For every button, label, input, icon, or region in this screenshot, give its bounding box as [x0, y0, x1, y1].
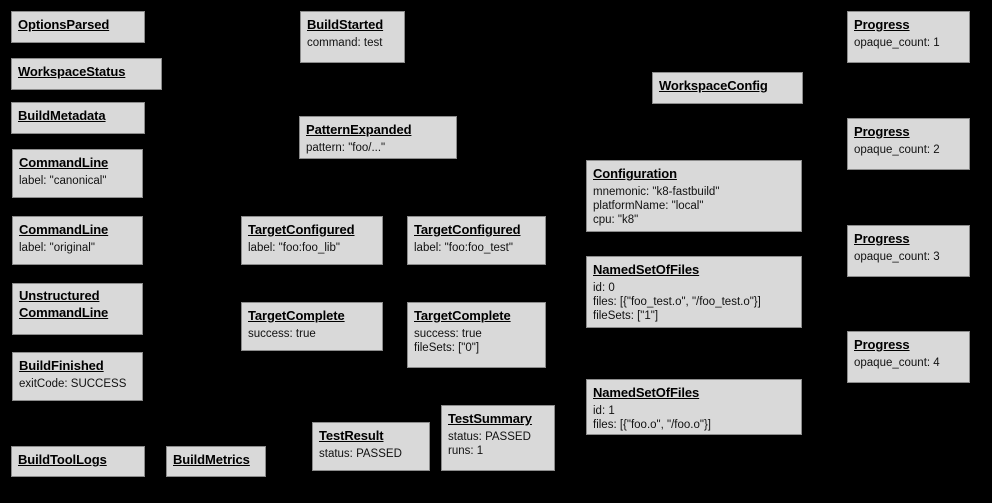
- graph-node-configuration[interactable]: Configuration mnemonic: "k8-fastbuild" pla…: [586, 160, 802, 232]
- node-fields: pattern: "foo/...": [306, 141, 450, 155]
- graph-node-pattern-expanded[interactable]: PatternExpanded pattern: "foo/...": [299, 116, 457, 159]
- node-field: label: "foo:foo_lib": [248, 241, 340, 254]
- node-field: opaque_count: 3: [854, 250, 940, 263]
- node-title: Progress: [854, 17, 910, 32]
- graph-node-command-line-canonical[interactable]: CommandLine label: "canonical": [12, 149, 143, 198]
- node-fields: label: "foo:foo_test": [414, 241, 539, 255]
- node-title: NamedSetOfFiles: [593, 262, 700, 277]
- node-fields: opaque_count: 4: [854, 356, 963, 370]
- node-field: opaque_count: 4: [854, 356, 940, 369]
- node-field: runs: 1: [448, 445, 484, 458]
- node-field: exitCode: SUCCESS: [19, 377, 127, 390]
- node-fields: id: 1 files: [{"foo.o", "/foo.o"}]: [593, 404, 795, 432]
- node-fields: status: PASSED runs: 1: [448, 430, 548, 458]
- graph-node-target-complete-lib[interactable]: TargetComplete success: true: [241, 302, 383, 351]
- graph-node-target-configured-test[interactable]: TargetConfigured label: "foo:foo_test": [407, 216, 546, 265]
- node-field: mnemonic: "k8-fastbuild": [593, 185, 720, 198]
- node-fields: success: true fileSets: ["0"]: [414, 327, 539, 355]
- graph-node-build-metadata[interactable]: BuildMetadata: [11, 102, 145, 134]
- node-field: pattern: "foo/...": [306, 141, 386, 154]
- node-fields: status: PASSED: [319, 447, 423, 461]
- node-field: id: 1: [593, 404, 615, 417]
- graph-node-progress-1[interactable]: Progress opaque_count: 1: [847, 11, 970, 63]
- graph-node-progress-4[interactable]: Progress opaque_count: 4: [847, 331, 970, 383]
- graph-node-workspace-config[interactable]: WorkspaceConfig: [652, 72, 803, 104]
- node-field: label: "original": [19, 241, 95, 254]
- node-title: CommandLine: [19, 155, 109, 170]
- node-title: TargetConfigured: [414, 222, 521, 237]
- graph-node-build-tool-logs[interactable]: BuildToolLogs: [11, 446, 145, 477]
- node-field: opaque_count: 1: [854, 36, 940, 49]
- graph-node-named-set-of-files-1[interactable]: NamedSetOfFiles id: 1 files: [{"foo.o", "/…: [586, 379, 802, 435]
- graph-node-workspace-status[interactable]: WorkspaceStatus: [11, 58, 162, 90]
- node-field: files: [{"foo.o", "/foo.o"}]: [593, 419, 711, 432]
- node-fields: exitCode: SUCCESS: [19, 377, 136, 391]
- node-field: opaque_count: 2: [854, 143, 940, 156]
- graph-node-test-result[interactable]: TestResult status: PASSED: [312, 422, 430, 471]
- graph-node-named-set-of-files-0[interactable]: NamedSetOfFiles id: 0 files: [{"foo_test.o…: [586, 256, 802, 328]
- node-fields: label: "canonical": [19, 174, 136, 188]
- node-field: status: PASSED: [448, 430, 531, 443]
- node-fields: id: 0 files: [{"foo_test.o", "/foo_test.o…: [593, 281, 795, 323]
- node-fields: opaque_count: 3: [854, 250, 963, 264]
- node-title: BuildMetrics: [173, 452, 250, 467]
- graph-node-target-configured-lib[interactable]: TargetConfigured label: "foo:foo_lib": [241, 216, 383, 265]
- node-title: TargetConfigured: [248, 222, 355, 237]
- node-fields: opaque_count: 2: [854, 143, 963, 157]
- node-title: NamedSetOfFiles: [593, 385, 700, 400]
- node-field: success: true: [414, 327, 482, 340]
- node-title: Progress: [854, 231, 910, 246]
- node-fields: success: true: [248, 327, 376, 341]
- node-fields: command: test: [307, 36, 398, 50]
- graph-node-command-line-original[interactable]: CommandLine label: "original": [12, 216, 143, 265]
- node-title: BuildFinished: [19, 358, 104, 373]
- node-field: status: PASSED: [319, 447, 402, 460]
- node-field: cpu: "k8": [593, 214, 639, 227]
- node-field: command: test: [307, 36, 383, 49]
- node-field: success: true: [248, 327, 316, 340]
- node-fields: opaque_count: 1: [854, 36, 963, 50]
- node-field: label: "foo:foo_test": [414, 241, 513, 254]
- node-title: OptionsParsed: [18, 17, 110, 32]
- node-field: fileSets: ["0"]: [414, 342, 480, 355]
- graph-node-target-complete-test[interactable]: TargetComplete success: true fileSets: ["0…: [407, 302, 546, 368]
- node-title: BuildStarted: [307, 17, 384, 32]
- node-title: TestResult: [319, 428, 384, 443]
- node-title: Progress: [854, 124, 910, 139]
- node-field: platformName: "local": [593, 200, 704, 213]
- node-title: WorkspaceStatus: [18, 64, 126, 79]
- graph-node-options-parsed[interactable]: OptionsParsed: [11, 11, 145, 43]
- node-title: Unstructured CommandLine: [19, 288, 109, 320]
- node-fields: mnemonic: "k8-fastbuild" platformName: "l…: [593, 185, 795, 227]
- node-fields: label: "foo:foo_lib": [248, 241, 376, 255]
- node-title: Progress: [854, 337, 910, 352]
- node-fields: label: "original": [19, 241, 136, 255]
- node-title: Configuration: [593, 166, 677, 181]
- node-field: files: [{"foo_test.o", "/foo_test.o"}]: [593, 296, 761, 309]
- graph-node-unstructured-command-line[interactable]: Unstructured CommandLine: [12, 283, 143, 335]
- graph-node-build-metrics[interactable]: BuildMetrics: [166, 446, 266, 477]
- node-title: TargetComplete: [248, 308, 345, 323]
- graph-node-build-started[interactable]: BuildStarted command: test: [300, 11, 405, 63]
- node-title: BuildMetadata: [18, 108, 106, 123]
- graph-node-build-finished[interactable]: BuildFinished exitCode: SUCCESS: [12, 352, 143, 401]
- node-title: TestSummary: [448, 411, 532, 426]
- node-field: label: "canonical": [19, 174, 107, 187]
- node-field: id: 0: [593, 281, 615, 294]
- node-title: BuildToolLogs: [18, 452, 107, 467]
- node-title: PatternExpanded: [306, 122, 412, 137]
- node-title: CommandLine: [19, 222, 109, 237]
- node-title: WorkspaceConfig: [659, 78, 768, 93]
- graph-node-test-summary[interactable]: TestSummary status: PASSED runs: 1: [441, 405, 555, 471]
- node-title: TargetComplete: [414, 308, 511, 323]
- graph-node-progress-2[interactable]: Progress opaque_count: 2: [847, 118, 970, 170]
- node-field: fileSets: ["1"]: [593, 310, 659, 323]
- graph-node-progress-3[interactable]: Progress opaque_count: 3: [847, 225, 970, 277]
